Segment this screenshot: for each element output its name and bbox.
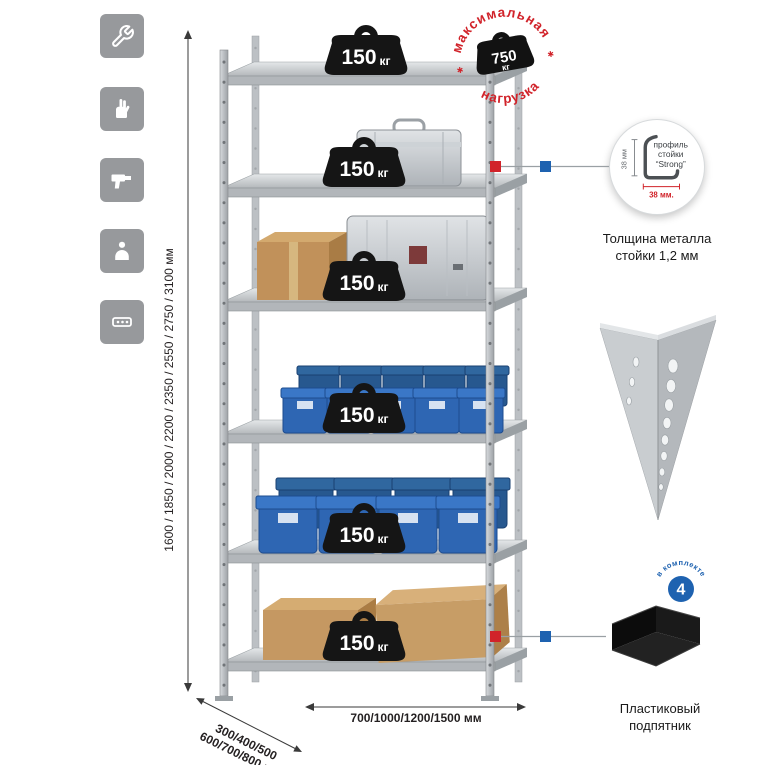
foot-caption-line2: подпятник: [629, 717, 691, 733]
feature-tile-profile: [100, 300, 144, 344]
perforated-angle-image: [599, 315, 717, 521]
drill-icon: [111, 174, 131, 189]
load-unit: кг: [377, 640, 389, 654]
profile-caption: Толщина металла стойки 1,2 мм: [582, 231, 732, 265]
angle-profile-drawing: [643, 134, 680, 180]
load-unit: кг: [377, 532, 389, 546]
load-value: 150: [339, 272, 375, 295]
load-unit: кг: [377, 280, 389, 294]
profile-caption-line1: Толщина металла: [602, 231, 712, 246]
load-value: 150: [339, 632, 375, 655]
feature-tile-person: [100, 229, 144, 273]
load-unit: кг: [379, 54, 391, 68]
height-dimension-label: 1600 / 1850 / 2000 / 2200 / 2350 / 2550 …: [162, 248, 176, 552]
perforation-holes: [626, 356, 679, 491]
svg-text:в комплекте: в комплекте: [654, 558, 708, 578]
load-unit: кг: [377, 166, 389, 180]
plastic-foot-image: [611, 605, 701, 667]
quantity-badge: в комплекте 4: [654, 558, 708, 602]
width-dimension-label: 700/1000/1200/1500 мм: [350, 711, 482, 725]
person-icon: [115, 241, 129, 260]
stamp-value: 750: [490, 47, 518, 68]
profile-label: профиль: [653, 139, 687, 149]
depth-dimension-label: 300/400/500 600/700/800 мм: [174, 706, 312, 765]
glove-icon: [116, 99, 130, 118]
profile-dim-vertical: 38 мм: [620, 149, 629, 169]
profile-dim-horizontal: 38 мм.: [649, 190, 674, 199]
max-load-stamp: максимальная нагрузка ✱ ✱ 750 кг: [439, 0, 571, 128]
profile-callout: 38 мм 38 мм. профиль стойки “Strong”: [609, 119, 705, 215]
perforated-strip-icon: [112, 317, 132, 327]
profile-caption-line2: стойки 1,2 мм: [615, 247, 699, 263]
profile-label: “Strong”: [656, 159, 686, 169]
wrench-icon: [111, 24, 134, 47]
feature-tile-assembly: [100, 14, 144, 58]
load-value: 150: [339, 404, 375, 427]
svg-text:нагрузка: нагрузка: [477, 76, 544, 111]
load-value: 150: [341, 46, 377, 69]
stamp-unit: кг: [501, 61, 511, 72]
stamp-arc-bottom: нагрузка: [477, 76, 544, 111]
rack-illustration: [215, 35, 528, 701]
foot-caption-line1: Пластиковый: [619, 701, 701, 716]
stamp-mark: ✱: [456, 65, 464, 75]
foot-caption: Пластиковый подпятник: [585, 701, 735, 735]
load-value: 150: [339, 524, 375, 547]
quantity-badge-value: 4: [677, 582, 686, 599]
stamp-mark: ✱: [547, 49, 555, 59]
load-unit: кг: [377, 412, 389, 426]
weight-icon: [324, 25, 408, 75]
profile-label: стойки: [658, 149, 684, 159]
quantity-badge-arc: в комплекте: [654, 558, 707, 578]
feature-tile-drill: [100, 158, 144, 202]
load-value: 150: [339, 158, 375, 181]
shelf-contents-boxes: [263, 584, 510, 663]
feature-tile-gloves: [100, 87, 144, 131]
